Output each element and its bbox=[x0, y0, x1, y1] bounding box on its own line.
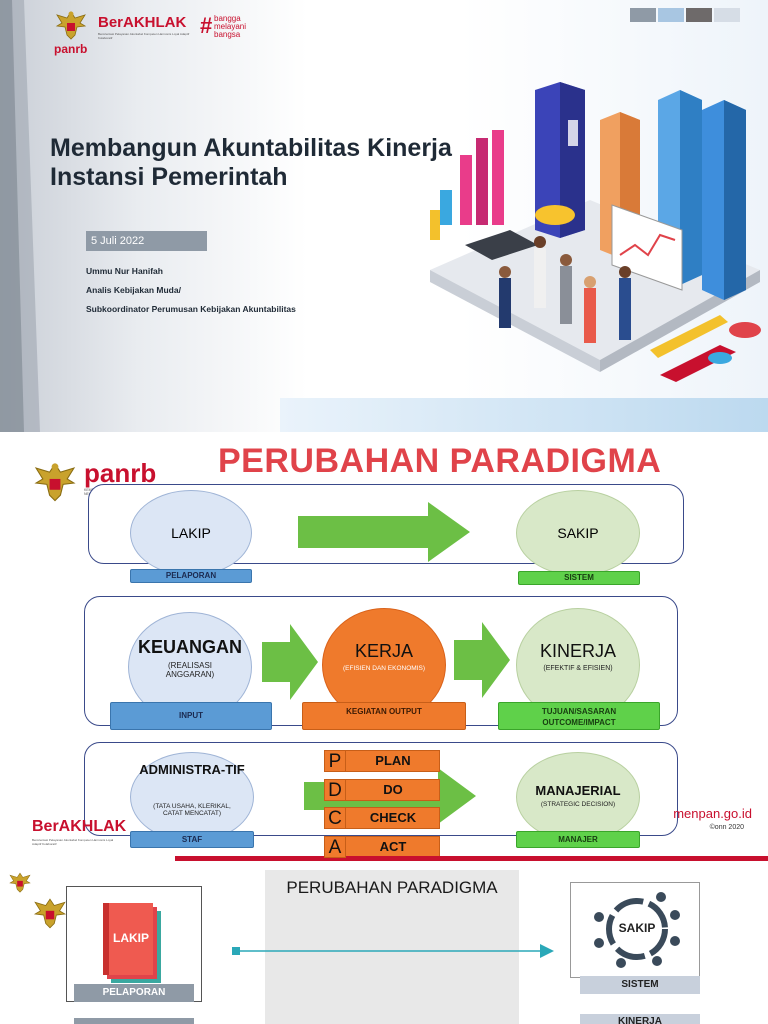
sakip-center-label: SAKIP bbox=[618, 921, 656, 935]
pdca-word-act: ACT bbox=[379, 839, 407, 854]
arrow-right-icon bbox=[298, 502, 470, 562]
keuangan-subtitle: (REALISASI ANGGARAN) bbox=[165, 661, 215, 679]
keuangan-title: KEUANGAN bbox=[137, 637, 242, 657]
sakip-title: SAKIP bbox=[557, 525, 599, 541]
kegiatan-output-label: KEGIATAN OUTPUT bbox=[302, 702, 466, 730]
staf-label: STAF bbox=[130, 831, 254, 848]
author-role: Analis Kebijakan Muda/ bbox=[86, 285, 181, 295]
book-icon bbox=[103, 903, 161, 983]
footer-red-line bbox=[175, 856, 768, 861]
slide-1: panrb BerAKHLAK Berorientasi Pelayanan A… bbox=[0, 0, 768, 432]
panrb-logo-text: panrb bbox=[84, 458, 157, 488]
website-text: menpan.go.id bbox=[673, 806, 752, 821]
sakip-cycle-diagram bbox=[594, 892, 680, 968]
manajer-label: MANAJER bbox=[516, 831, 640, 848]
pdca-letter-a: A bbox=[324, 836, 346, 858]
kerja-title: KERJA bbox=[354, 641, 414, 661]
manajerial-title: MANAJERIAL bbox=[535, 783, 621, 798]
garuda-emblem-icon bbox=[34, 463, 76, 502]
next-label-stub bbox=[74, 1018, 194, 1024]
copyright-text: ©onn 2020 bbox=[709, 824, 744, 831]
panrb-logo-text: panrb bbox=[54, 42, 88, 56]
input-label: INPUT bbox=[110, 702, 272, 730]
lakip-book-box: LAKIP bbox=[66, 886, 202, 1002]
administratif-title: ADMINISTRA-TIF bbox=[139, 762, 245, 777]
berakhlak-tagline: Berorientasi Pelayanan Akuntabel Kompete… bbox=[98, 32, 190, 40]
pdca-word-plan: PLAN bbox=[375, 753, 411, 768]
pelaporan-label: PELAPORAN bbox=[74, 984, 194, 1002]
color-square bbox=[630, 8, 656, 22]
tujuan-sasaran-label: TUJUAN/SASARAN OUTCOME/IMPACT bbox=[498, 702, 660, 730]
book-label: LAKIP bbox=[113, 931, 149, 945]
color-square bbox=[686, 8, 712, 22]
garuda-emblem-icon bbox=[33, 898, 67, 929]
slide-2: panrb KEMENTERIAN PENDAYAGUNAAN APARATUR… bbox=[0, 432, 768, 864]
bangga-text: bangga bbox=[214, 14, 241, 23]
color-square bbox=[714, 8, 740, 22]
kerja-subtitle: (EFISIEN DAN EKONOMIS) bbox=[343, 665, 425, 672]
author-name: Ummu Nur Hanifah bbox=[86, 266, 163, 276]
slide-3: PERUBAHAN PARADIGMA LAKIP PELAPORAN SAKI… bbox=[0, 864, 768, 1024]
presentation-title: Membangun Akuntabilitas Kinerja Instansi… bbox=[50, 134, 490, 192]
pdca-letter-d: D bbox=[324, 779, 346, 801]
sakip-diagram-box: SAKIP bbox=[570, 882, 700, 978]
pdca-letter-c: C bbox=[324, 807, 346, 829]
slide-heading: PERUBAHAN PARADIGMA bbox=[218, 442, 662, 480]
kinerja-title: KINERJA bbox=[539, 641, 617, 661]
berakhlak-logo: BerAKHLAK bbox=[98, 14, 187, 31]
pdca-word-check: CHECK bbox=[369, 810, 417, 825]
kinerja-label: KINERJA bbox=[580, 1014, 700, 1024]
garuda-emblem-icon bbox=[9, 872, 31, 893]
melayani-text: melayani bbox=[214, 22, 247, 31]
pelaporan-label: PELAPORAN bbox=[130, 569, 252, 583]
garuda-emblem-icon bbox=[55, 11, 87, 40]
pdca-letter-p-top: P bbox=[324, 750, 346, 772]
title-line-2: Instansi Pemerintah bbox=[50, 163, 288, 191]
pdca-word-do: DO bbox=[383, 782, 403, 797]
berakhlak-logo: BerAKHLAK bbox=[32, 818, 127, 835]
lakip-circle: LAKIP bbox=[130, 490, 252, 576]
manajerial-subtitle: (STRATEGIC DECISION) bbox=[540, 801, 616, 808]
bottom-blue-band bbox=[280, 398, 768, 432]
center-grey-panel bbox=[265, 870, 519, 1024]
sistem-label: SISTEM bbox=[518, 571, 640, 585]
sakip-circle: SAKIP bbox=[516, 490, 640, 576]
berakhlak-tagline: Berorientasi Pelayanan Akuntabel Kompete… bbox=[32, 838, 114, 846]
author-unit: Subkoordinator Perumusan Kebijakan Akunt… bbox=[86, 304, 296, 314]
manajerial-circle: MANAJERIAL (STRATEGIC DECISION) bbox=[516, 752, 640, 842]
administratif-circle: ADMINISTRA-TIF (TATA USAHA, KLERIKAL, CA… bbox=[130, 752, 254, 842]
sistem-label: SISTEM bbox=[580, 976, 700, 994]
title-line-1: Membangun Akuntabilitas Kinerja bbox=[50, 134, 452, 162]
kinerja-subtitle: (EFEKTIF & EFISIEN) bbox=[543, 665, 613, 672]
isometric-city-illustration bbox=[430, 82, 761, 382]
hashtag-icon: # bbox=[200, 13, 213, 38]
arrow-right-icon bbox=[232, 944, 554, 958]
color-square bbox=[658, 8, 684, 22]
presentation-date: 5 Juli 2022 bbox=[86, 231, 207, 251]
left-diagonal-decoration bbox=[0, 0, 40, 432]
arrow-right-icon bbox=[454, 622, 510, 698]
bangsa-text: bangsa bbox=[214, 30, 241, 39]
arrow-right-icon bbox=[262, 624, 318, 700]
administratif-subtitle: (TATA USAHA, KLERIKAL, CATAT MENCATAT) bbox=[153, 803, 231, 817]
lakip-title: LAKIP bbox=[171, 525, 211, 541]
slide-heading: PERUBAHAN PARADIGMA bbox=[286, 878, 498, 897]
